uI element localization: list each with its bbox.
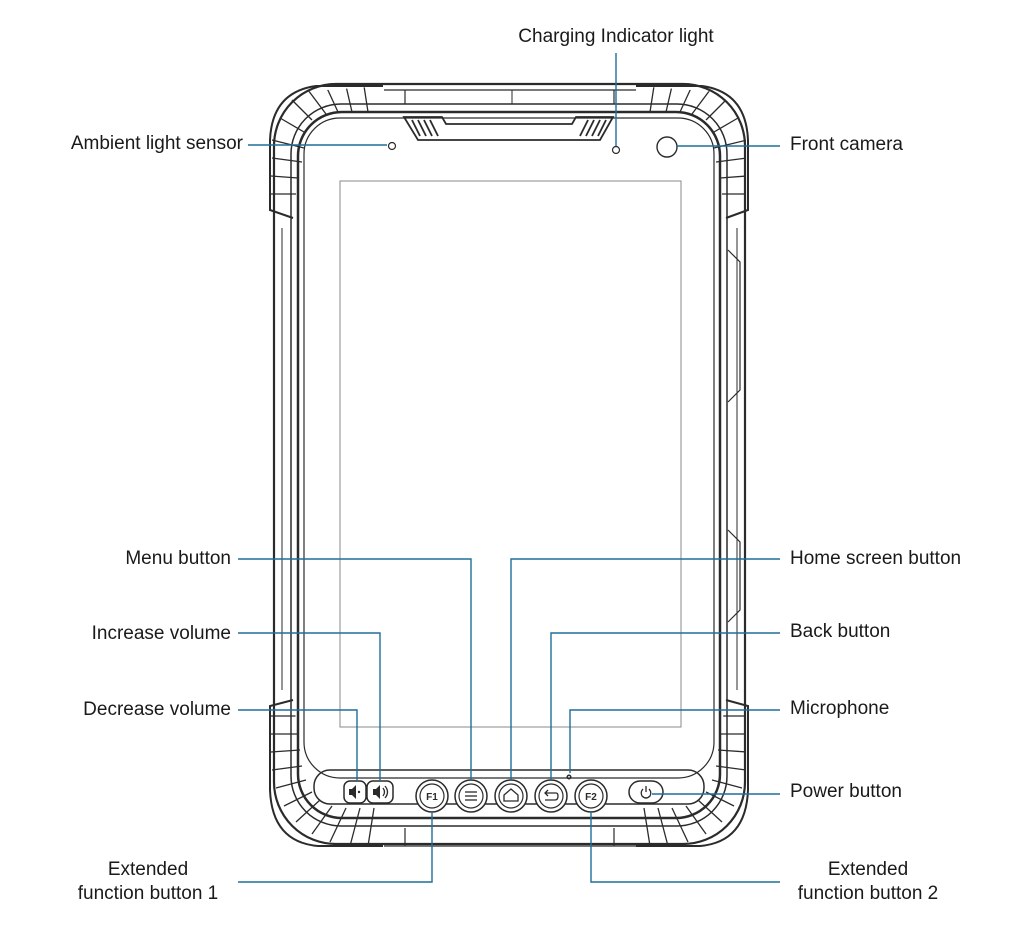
home-icon: [503, 788, 519, 802]
leader-extended-function-1: [238, 812, 433, 883]
home-screen-button[interactable]: [494, 779, 528, 813]
front-camera: [656, 136, 678, 158]
volume-up-icon: [373, 785, 389, 799]
extended-function-button-1[interactable]: [415, 779, 449, 813]
label-back-button: Back button: [790, 621, 891, 642]
label-decrease-volume: Decrease volume: [83, 699, 231, 720]
label-extended-function-2: Extended function button 2: [780, 858, 956, 906]
label-home-screen-button: Home screen button: [790, 548, 962, 569]
tablet-body: [272, 82, 747, 847]
volume-up-button[interactable]: [366, 780, 394, 804]
label-charging-indicator: Charging Indicator light: [518, 26, 714, 47]
ambient-light-sensor: [387, 141, 397, 151]
label-ambient-light-sensor: Ambient light sensor: [70, 133, 243, 154]
power-button[interactable]: [628, 780, 664, 804]
leader-back-button: [550, 632, 780, 780]
back-button[interactable]: [534, 779, 568, 813]
label-extended-function-2-line1: Extended: [827, 859, 909, 880]
label-extended-function-1: Extended function button 1: [60, 858, 236, 906]
speaker-grille: [402, 116, 615, 141]
leader-lines: [238, 53, 780, 883]
leader-decrease-volume: [238, 709, 358, 781]
leader-increase-volume: [238, 632, 381, 781]
charging-indicator-led: [611, 145, 621, 155]
label-increase-volume: Increase volume: [91, 623, 231, 644]
leader-menu-button: [238, 558, 472, 780]
label-power-button: Power button: [790, 781, 902, 802]
volume-down-icon: [349, 785, 361, 799]
leader-extended-function-2: [590, 812, 780, 883]
back-icon: [544, 789, 559, 801]
f1-glyph: F1: [426, 792, 438, 803]
menu-button[interactable]: [454, 779, 488, 813]
label-extended-function-1-line2: function button 1: [77, 883, 219, 904]
leader-home-screen-button: [510, 558, 780, 780]
label-microphone: Microphone: [790, 698, 890, 719]
corner-bumpers: [269, 85, 749, 847]
label-menu-button: Menu button: [125, 548, 231, 569]
menu-icon: [465, 791, 477, 801]
label-front-camera: Front camera: [790, 134, 903, 155]
volume-down-button[interactable]: [343, 780, 367, 804]
leader-microphone: [569, 709, 780, 773]
label-extended-function-2-line2: function button 2: [797, 883, 939, 904]
f2-glyph: F2: [585, 792, 597, 803]
power-icon: [640, 786, 652, 799]
label-extended-function-1-line1: Extended: [107, 859, 189, 880]
